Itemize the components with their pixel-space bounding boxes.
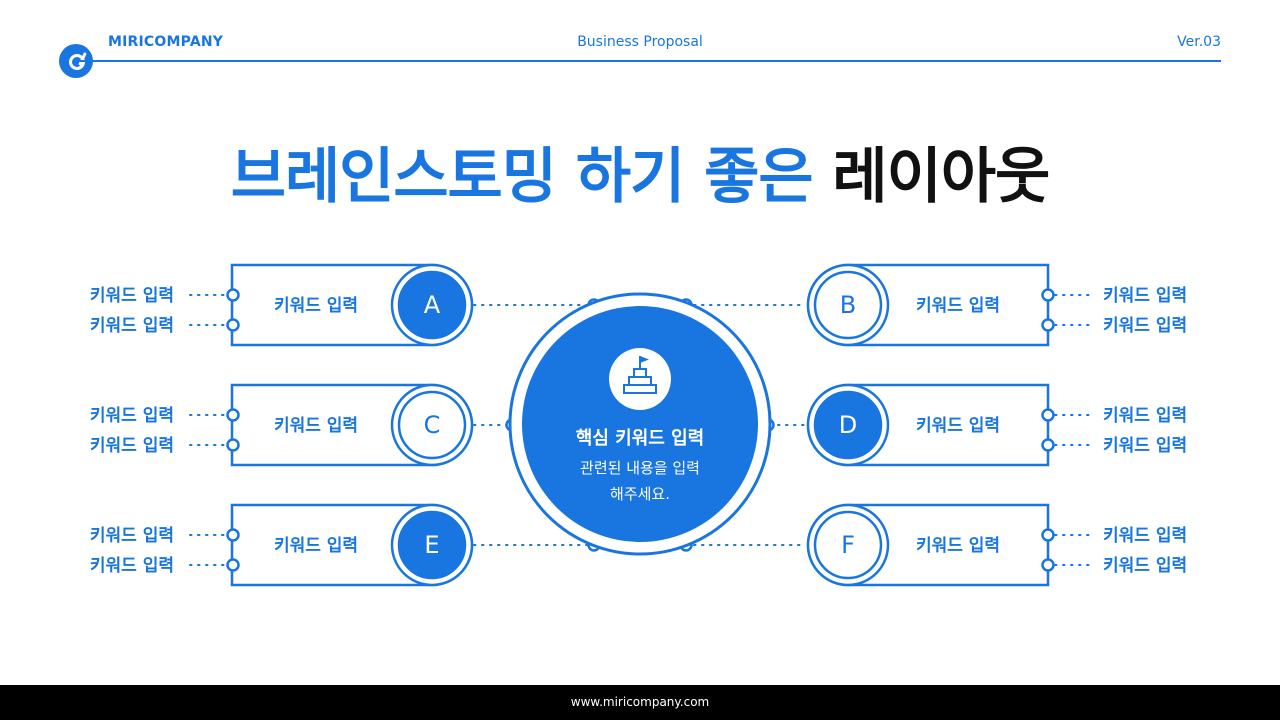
central-description-line-2: 해주세요. (610, 485, 670, 503)
keyword-connector-dot (1041, 558, 1055, 572)
keyword-text: 키워드 입력 (90, 556, 174, 576)
node-letter: A (424, 291, 441, 319)
node-letter: B (840, 291, 856, 319)
node-badge (813, 270, 883, 340)
keyword-connector-dot (226, 438, 240, 452)
keyword-connector-dot (226, 528, 240, 542)
keyword-connector-dot (1041, 408, 1055, 422)
version-label: Ver.03 (1177, 34, 1221, 50)
node-badge (397, 510, 467, 580)
keyword-connector-dot (226, 558, 240, 572)
podium-flag-icon (609, 348, 671, 410)
keyword-connector-dot (226, 288, 240, 302)
node-badge (813, 390, 883, 460)
node-badge (397, 270, 467, 340)
footer-url: www.miricompany.com (570, 695, 710, 709)
keyword-connector-dot (1041, 288, 1055, 302)
footer-bar: www.miricompany.com (0, 685, 1280, 720)
keyword-text: 키워드 입력 (1103, 526, 1187, 546)
keyword-connector-dot (1041, 438, 1055, 452)
node-label: 키워드 입력 (274, 416, 358, 436)
keyword-text: 키워드 입력 (1103, 406, 1187, 426)
keyword-connector-dot (226, 318, 240, 332)
node-label: 키워드 입력 (274, 536, 358, 556)
central-circle (522, 306, 758, 542)
header-divider (76, 60, 1221, 62)
node-letter: C (424, 411, 441, 439)
keyword-text: 키워드 입력 (90, 316, 174, 336)
central-description-line-1: 관련된 내용을 입력 (580, 459, 700, 477)
keyword-connector-dot (1041, 528, 1055, 542)
node-label: 키워드 입력 (274, 296, 358, 316)
keyword-text: 키워드 입력 (90, 286, 174, 306)
keyword-text: 키워드 입력 (90, 526, 174, 546)
keyword-text: 키워드 입력 (1103, 316, 1187, 336)
node-badge (813, 510, 883, 580)
document-title: Business Proposal (577, 34, 703, 50)
node-letter: D (839, 411, 857, 439)
node-badge (397, 390, 467, 460)
keyword-text: 키워드 입력 (1103, 436, 1187, 456)
node-label: 키워드 입력 (916, 536, 1000, 556)
keyword-connector-dot (1041, 318, 1055, 332)
node-label: 키워드 입력 (916, 296, 1000, 316)
keyword-connector-dot (226, 408, 240, 422)
page-title: 브레인스토밍 하기 좋은 레이아웃 (0, 128, 1280, 215)
node-label: 키워드 입력 (916, 416, 1000, 436)
keyword-text: 키워드 입력 (1103, 556, 1187, 576)
page-title-highlight: 브레인스토밍 하기 좋은 (230, 142, 814, 212)
node-letter: F (841, 531, 855, 559)
brand-name: MIRICOMPANY (108, 34, 224, 50)
node-letter: E (424, 531, 439, 559)
keyword-text: 키워드 입력 (90, 436, 174, 456)
keyword-text: 키워드 입력 (90, 406, 174, 426)
central-title: 핵심 키워드 입력 (576, 427, 704, 449)
keyword-text: 키워드 입력 (1103, 286, 1187, 306)
central-node: 핵심 키워드 입력 관련된 내용을 입력 해주세요. (508, 292, 772, 556)
page-title-rest: 레이아웃 (832, 142, 1050, 212)
